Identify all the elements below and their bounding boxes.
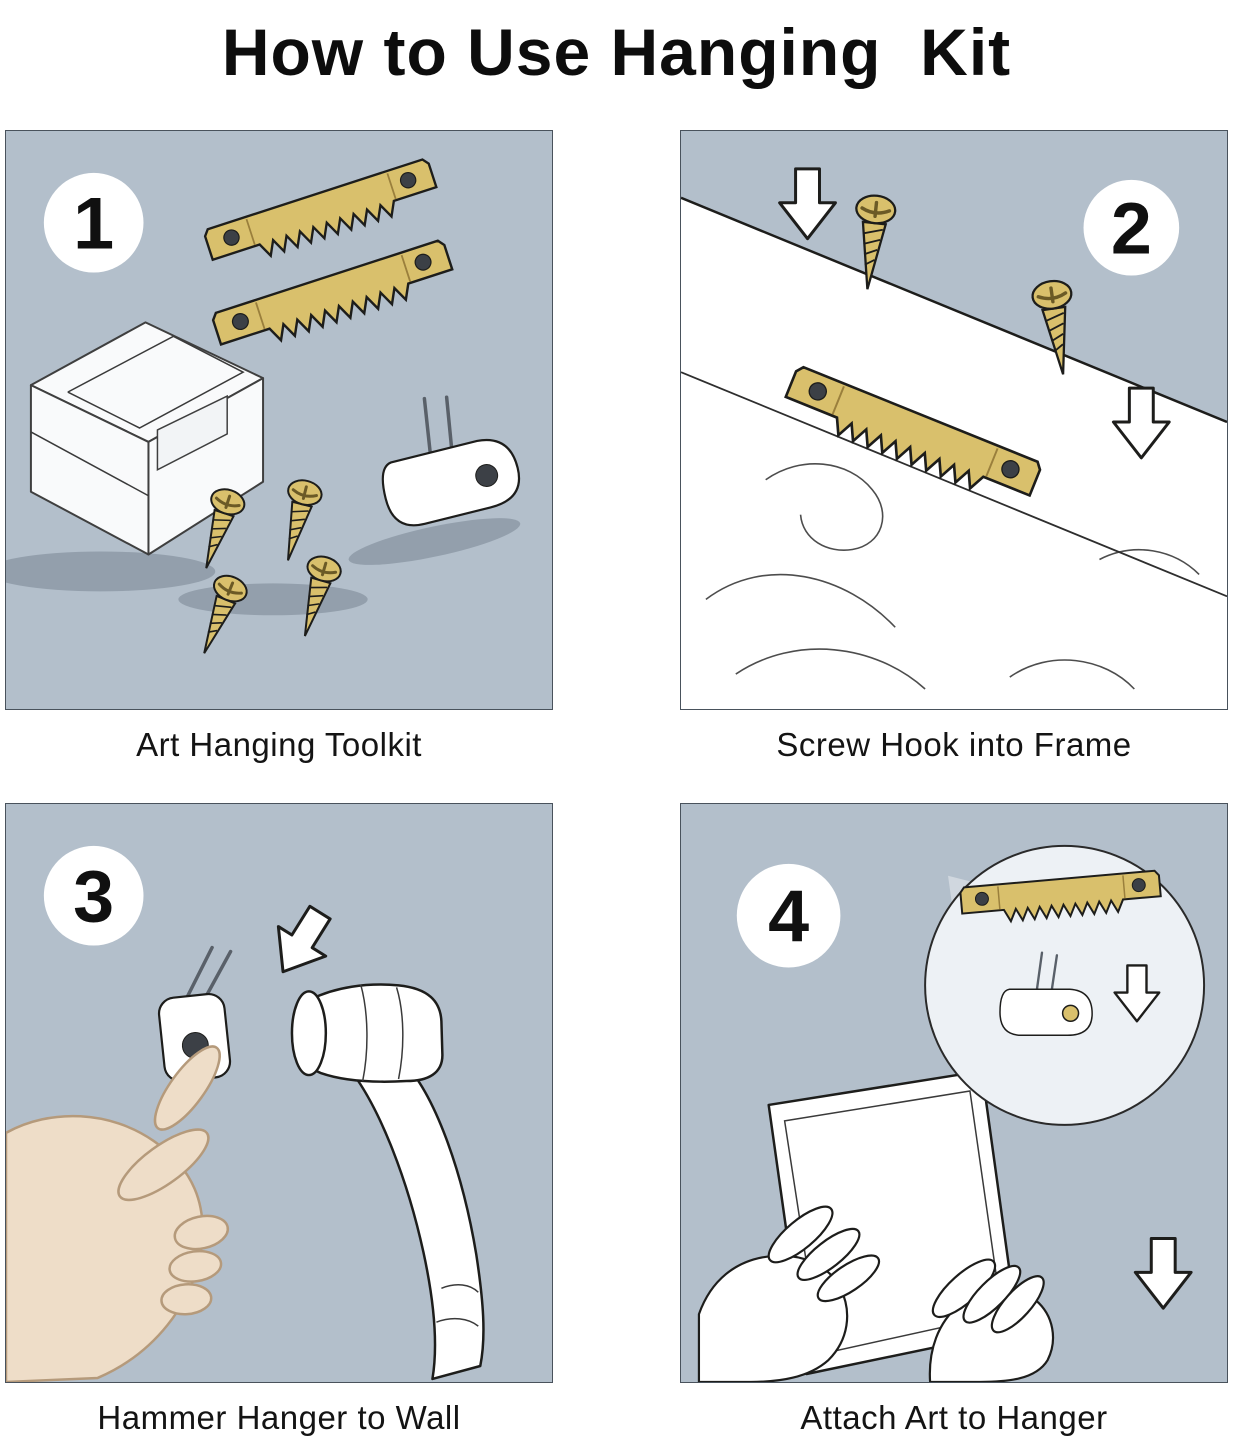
panel-3-illustration: 3 xyxy=(6,804,552,1382)
panel-1-caption: Art Hanging Toolkit xyxy=(136,726,422,763)
storage-box-icon xyxy=(29,321,265,556)
step-number-badge: 2 xyxy=(1083,179,1180,276)
lens-circle xyxy=(924,844,1206,1126)
panel-1-illustration: 1 xyxy=(6,131,552,709)
badge-circle xyxy=(43,172,144,273)
panel-2-box: 2 xyxy=(680,130,1228,710)
badge-circle xyxy=(1083,179,1180,276)
step-number: 1 xyxy=(73,182,114,265)
step-number: 3 xyxy=(73,855,114,938)
hammer-icon xyxy=(290,983,485,1381)
panel-4: 4 Attach Art to Hanger xyxy=(680,803,1228,1448)
step-number-badge: 3 xyxy=(43,845,144,946)
step-number: 2 xyxy=(1111,187,1152,270)
panel-2: 2 Screw Hook into Frame xyxy=(680,130,1228,803)
panel-1-box: 1 xyxy=(5,130,553,710)
panel-1: 1 Art Hanging Toolkit xyxy=(5,130,553,803)
panel-4-box: 4 xyxy=(680,803,1228,1383)
left-hand-icon xyxy=(697,1205,881,1382)
shadow xyxy=(178,583,368,616)
panel-3-caption: Hammer Hanger to Wall xyxy=(97,1399,461,1436)
panel-grid: 1 Art Hanging Toolkit xyxy=(0,130,1233,1448)
badge-circle xyxy=(736,863,841,968)
step-number-badge: 4 xyxy=(736,863,841,968)
panel-4-illustration: 4 xyxy=(681,804,1227,1382)
shadow xyxy=(348,518,521,565)
shadow xyxy=(6,551,216,592)
right-hand-icon xyxy=(928,1258,1055,1382)
badge-circle xyxy=(43,845,144,946)
step-number: 4 xyxy=(768,875,809,958)
screw-head-icon xyxy=(1061,1004,1080,1023)
panel-3-box: 3 xyxy=(5,803,553,1383)
hand-icon xyxy=(6,1045,230,1382)
magnifier-circle xyxy=(924,844,1206,1126)
page-title: How to Use Hanging Kit xyxy=(221,15,1012,89)
panel-2-caption: Screw Hook into Frame xyxy=(776,726,1132,763)
panel-3: 3 Hammer Hanger to Wall xyxy=(5,803,553,1448)
step-number-badge: 1 xyxy=(43,172,144,273)
panel-4-caption: Attach Art to Hanger xyxy=(800,1399,1108,1436)
panel-2-illustration: 2 xyxy=(681,131,1227,709)
